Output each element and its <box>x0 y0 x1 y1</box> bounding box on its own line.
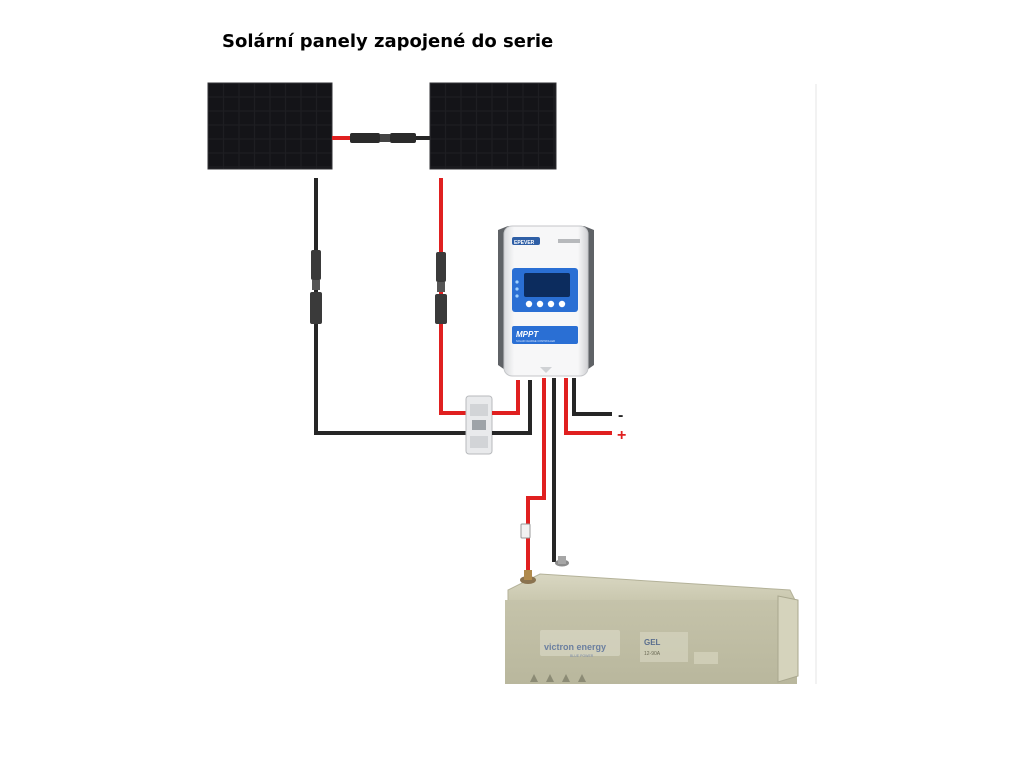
battery <box>505 556 799 684</box>
load-output-wires <box>564 378 612 435</box>
load-negative-terminal-label: - <box>618 407 623 424</box>
solar-panel-right <box>429 82 557 170</box>
charge-controller <box>498 225 594 377</box>
battery-brand-tagline: BLUE POWER <box>570 654 594 658</box>
controller-mppt-badge: MPPT <box>516 330 539 339</box>
battery-type: GEL <box>644 638 661 647</box>
battery-wires <box>520 378 556 575</box>
battery-brand: victron energy <box>544 642 606 652</box>
pv-breaker <box>465 395 493 455</box>
panel-positive-wire <box>435 178 468 415</box>
load-positive-terminal-label: + <box>617 427 626 444</box>
battery-warning-symbols <box>530 674 586 682</box>
battery-voltage: 12-90A <box>644 651 661 657</box>
panel-negative-wire <box>310 178 468 435</box>
series-connector <box>332 133 430 143</box>
solar-panel-left <box>207 82 333 170</box>
breaker-to-controller-wires <box>492 380 532 435</box>
controller-brand: EPEVER <box>514 240 535 246</box>
diagram-title: Solární panely zapojené do serie <box>222 31 554 52</box>
controller-badge-subtitle: SOLAR CHARGE CONTROLLER <box>516 339 555 343</box>
